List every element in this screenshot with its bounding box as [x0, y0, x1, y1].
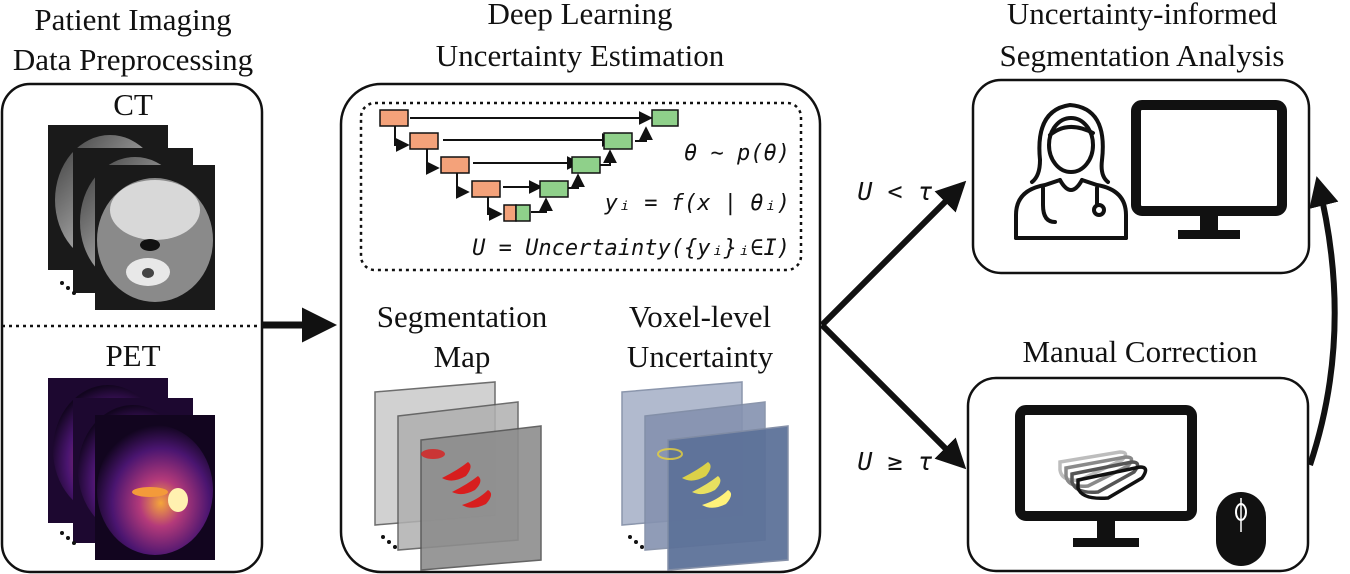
mouse-icon — [1216, 492, 1266, 566]
pet-image-stack — [48, 378, 215, 560]
uncertainty-label-line2: Uncertainty — [627, 339, 774, 374]
condition-low: U < τ — [857, 177, 932, 206]
stage2-title-line2: Uncertainty Estimation — [436, 38, 725, 73]
doctor-icon — [1014, 102, 1128, 240]
decoder-blocks — [515, 109, 679, 222]
arrow-icon — [819, 180, 967, 328]
equation-prior: θ ∼ p(θ) — [684, 141, 790, 166]
stage-preprocessing: Patient Imaging Data Preprocessing CT PE… — [0, 2, 264, 574]
stage1-title-line2: Data Preprocessing — [13, 42, 253, 77]
feedback-arrow-icon — [1307, 176, 1339, 466]
stage3-title-line2: Segmentation Analysis — [999, 38, 1284, 73]
manual-correction-title: Manual Correction — [1022, 334, 1258, 369]
stage-analysis: Uncertainty-informed Segmentation Analys… — [966, 0, 1311, 573]
monitor-icon — [1015, 405, 1197, 547]
contour-icon — [1058, 450, 1148, 501]
equation-output: yᵢ = f(x | θᵢ) — [604, 191, 790, 216]
unet-diagram — [379, 109, 679, 222]
arrow-icon — [819, 322, 967, 470]
encoder-blocks — [379, 109, 517, 222]
stage1-title-line1: Patient Imaging — [34, 2, 231, 37]
segmentation-label-line2: Map — [434, 339, 491, 374]
stage-deep-learning: Deep Learning Uncertainty Estimation — [339, 0, 822, 574]
monitor-icon — [1131, 100, 1287, 239]
ct-label: CT — [113, 87, 153, 122]
model-frame — [359, 101, 803, 272]
pet-label: PET — [105, 338, 160, 373]
ct-image-stack — [48, 125, 215, 310]
segmentation-label-line1: Segmentation — [377, 299, 548, 334]
decision-arrows: U < τ U ≥ τ — [819, 177, 967, 476]
stage3-title-line1: Uncertainty-informed — [1007, 0, 1278, 31]
segmentation-map-stack — [374, 381, 542, 571]
condition-high: U ≥ τ — [857, 447, 932, 476]
uncertainty-map-stack — [621, 381, 789, 571]
equation-uncertainty: U = Uncertainty({yᵢ}ᵢ∈I) — [472, 236, 790, 261]
stage2-title-line1: Deep Learning — [487, 0, 672, 31]
uncertainty-label-line1: Voxel-level — [629, 299, 771, 334]
